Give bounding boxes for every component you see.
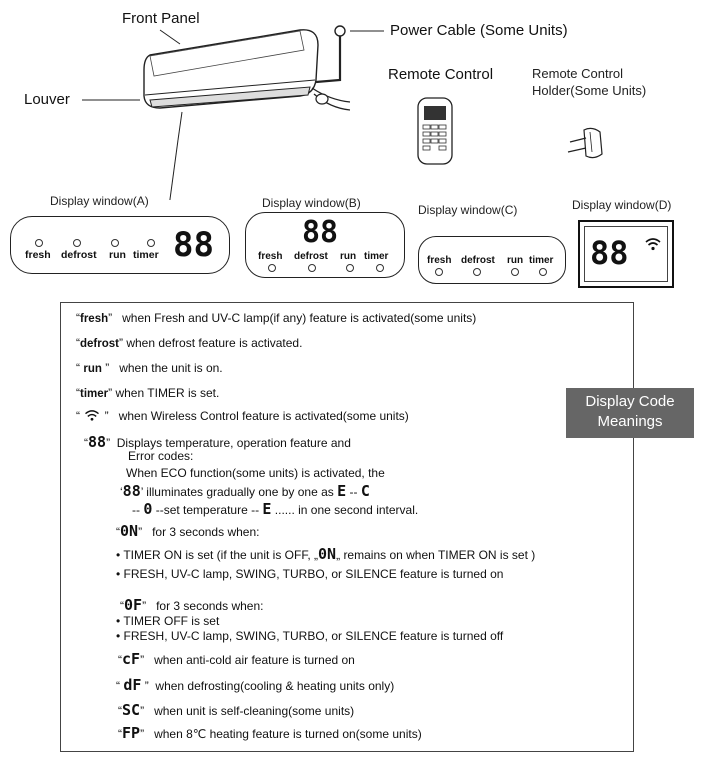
indicator-dot <box>376 264 384 272</box>
indicator-dot <box>73 239 81 247</box>
indicator-dot <box>435 268 443 276</box>
eco-line1: When ECO function(some units) is activat… <box>126 466 385 480</box>
meaning-on-bullet1: • TIMER ON is set (if the unit is OFF, „… <box>116 545 536 563</box>
digit-display: 88 <box>302 215 339 250</box>
meaning-88-line2: Error codes: <box>128 449 194 463</box>
meaning-sc: “SC” when unit is self-cleaning(some uni… <box>118 701 355 719</box>
indicator-dot <box>539 268 547 276</box>
display-window-d: 88 <box>578 220 674 288</box>
power-cable-label: Power Cable (Some Units) <box>390 22 568 39</box>
indicator-defrost: defrost <box>294 251 328 262</box>
digit-display: 88 <box>173 225 214 265</box>
meaning-run: “ run ” when the unit is on. <box>76 361 223 375</box>
display-code-meanings-badge: Display Code Meanings <box>566 388 694 438</box>
eco-line3: -- 0 --set temperature -- E ...... in on… <box>132 500 419 518</box>
meaning-on: “0N” for 3 seconds when: <box>116 522 260 540</box>
display-window-a: fresh defrost run timer 88 <box>10 216 230 274</box>
display-window-c: fresh defrost run timer <box>418 236 566 284</box>
indicator-fresh: fresh <box>427 255 452 266</box>
meaning-defrost: “defrost” when defrost feature is activa… <box>76 336 303 350</box>
indicator-run: run <box>340 251 357 262</box>
front-panel-label: Front Panel <box>122 10 200 27</box>
meaning-of-bullet2: • FRESH, UV-C lamp, SWING, TURBO, or SIL… <box>116 629 504 643</box>
remote-holder-label-2: Holder(Some Units) <box>532 83 647 98</box>
indicator-fresh: fresh <box>25 249 51 261</box>
indicator-timer: timer <box>529 255 554 266</box>
digit-display: 88 <box>590 234 629 272</box>
display-window-b: 88 fresh defrost run timer <box>245 212 405 278</box>
meaning-df: “ dF ” when defrosting(cooling & heating… <box>116 676 395 694</box>
meaning-wifi: “ ” when Wireless Control feature is act… <box>76 409 409 423</box>
indicator-defrost: defrost <box>461 255 495 266</box>
display-a-title: Display window(A) <box>50 194 149 208</box>
meaning-fresh: “fresh” when Fresh and UV-C lamp(if any)… <box>76 311 477 325</box>
indicator-defrost: defrost <box>61 249 97 261</box>
indicator-dot <box>346 264 354 272</box>
indicator-fresh: fresh <box>258 251 283 262</box>
remote-holder-label-1: Remote Control <box>532 66 624 81</box>
indicator-dot <box>473 268 481 276</box>
wifi-icon <box>85 410 100 421</box>
meaning-of: “0F” for 3 seconds when: <box>120 596 264 614</box>
indicator-dot <box>511 268 519 276</box>
meaning-on-bullet2: • FRESH, UV-C lamp, SWING, TURBO, or SIL… <box>116 567 504 581</box>
indicator-dot <box>147 239 155 247</box>
indicator-dot <box>268 264 276 272</box>
indicator-timer: timer <box>133 249 159 261</box>
meaning-cf: “cF” when anti-cold air feature is turne… <box>118 650 355 668</box>
indicator-dot <box>35 239 43 247</box>
display-d-title: Display window(D) <box>572 198 672 212</box>
meaning-of-bullet1: • TIMER OFF is set <box>116 614 220 628</box>
product-illustration <box>82 25 603 200</box>
display-b-title: Display window(B) <box>262 196 361 210</box>
remote-control-label: Remote Control <box>388 66 494 83</box>
louver-label: Louver <box>24 91 70 108</box>
eco-line2: ‘88’ illuminates gradually one by one as… <box>120 482 370 500</box>
meaning-timer: “timer” when TIMER is set. <box>76 386 220 400</box>
indicator-dot <box>111 239 119 247</box>
meaning-fp: “FP” when 8℃ heating feature is turned o… <box>118 724 422 742</box>
indicator-dot <box>308 264 316 272</box>
indicator-timer: timer <box>364 251 389 262</box>
wifi-icon <box>645 238 661 251</box>
display-code-meanings-box <box>60 302 634 752</box>
indicator-run: run <box>507 255 524 266</box>
indicator-run: run <box>109 249 126 261</box>
display-c-title: Display window(C) <box>418 203 518 217</box>
meaning-88: “88” Displays temperature, operation fea… <box>84 433 351 451</box>
